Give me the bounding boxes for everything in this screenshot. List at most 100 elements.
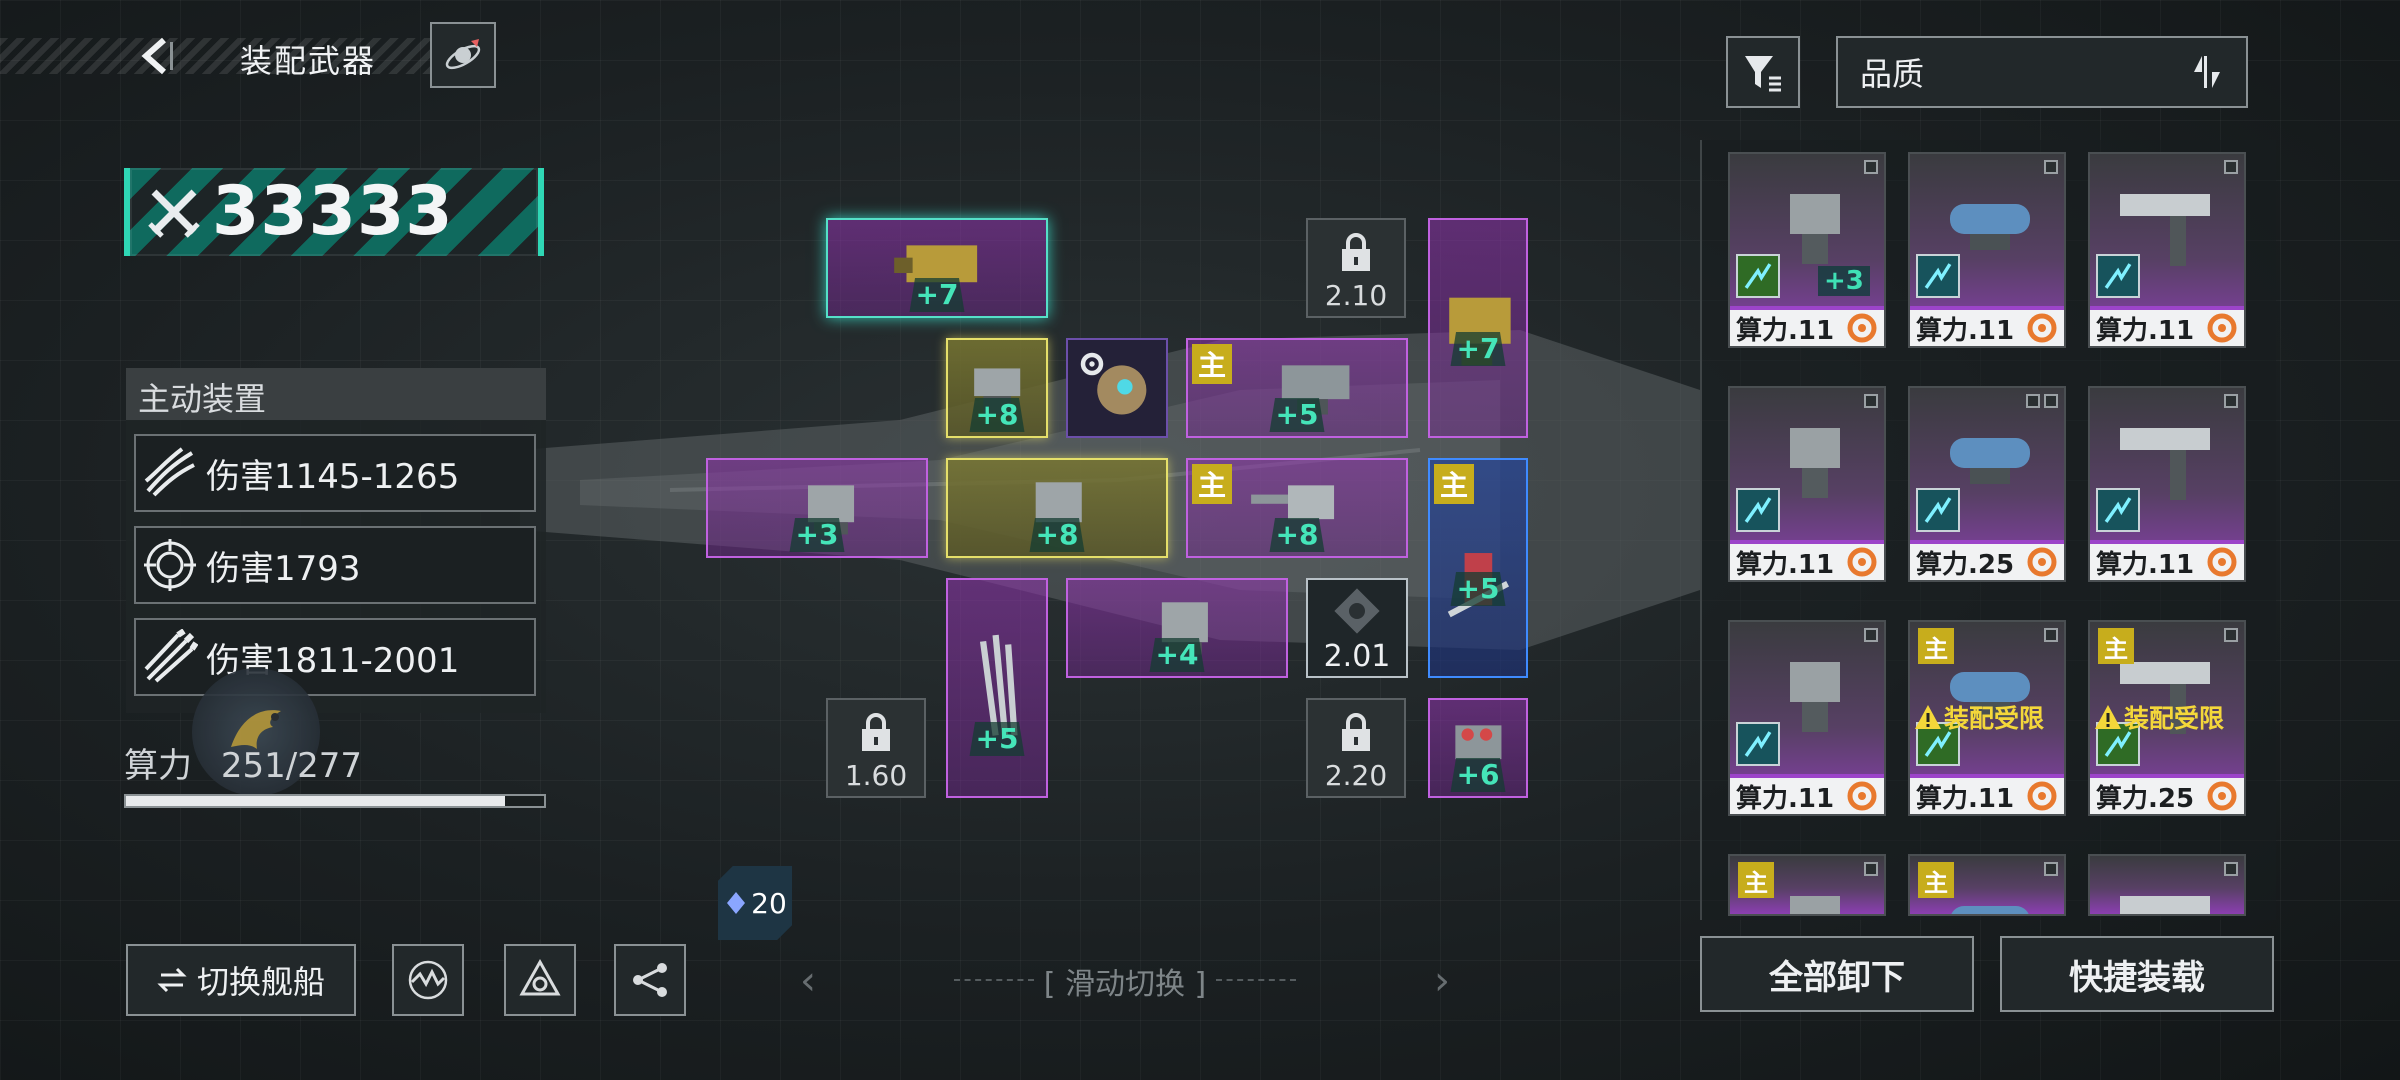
locked-slot-2-value: 1.60 [844,759,908,792]
weapon-slot-e[interactable]: +3 [706,458,928,558]
weapon-slot-j[interactable]: +4 [1066,578,1288,678]
back-arrow-icon [141,37,173,75]
active-device-2[interactable]: 伤害1793 [134,526,536,604]
weapon-slot-i[interactable]: +5 [946,578,1048,798]
inventory-card[interactable]: 算力.11 [2088,386,2246,582]
triangle-mode-button[interactable] [504,944,576,1016]
card-footer: 算力.11 [2090,306,2244,346]
weapon-thumbnail-icon [1790,896,1840,914]
inventory-card[interactable]: 主 [1728,854,1886,916]
triple-claw-icon [144,447,195,497]
weapon-slot-g[interactable]: 主 +8 [1186,458,1408,558]
triple-missile-icon [144,629,198,683]
switch-ship-button[interactable]: 切换舰船 [126,944,356,1016]
share-button[interactable] [614,944,686,1016]
inventory-card[interactable] [2088,854,2246,916]
active-device-3[interactable]: 伤害1811-2001 [134,618,536,696]
select-checkbox[interactable] [2224,394,2238,408]
lock-icon [1342,713,1370,751]
weapon-slot-c[interactable]: 主 +5 [1186,338,1408,438]
quick-equip-button[interactable]: 快捷装载 [2000,936,2274,1012]
swipe-right-arrow-icon[interactable]: › [1433,958,1450,1004]
quick-equip-label: 快捷装载 [2069,957,2205,998]
header: 装配武器 [0,20,520,92]
select-checkbox[interactable] [2224,862,2238,876]
inventory-card[interactable]: 主 [1908,854,2066,916]
locked-slot-2[interactable]: 1.60 [826,698,926,798]
compute-progress-fill [126,796,505,806]
element-type-icon [1736,488,1780,532]
main-tag: 主 [1918,862,1954,898]
core-module-slot[interactable]: 2.01 [1306,578,1408,678]
select-checkbox[interactable] [2224,628,2238,642]
wave-mode-button[interactable] [392,944,464,1016]
weapon-thumbnail-icon [1950,438,2030,484]
main-tag: 主 [1192,344,1232,384]
weapon-slot-f[interactable]: +8 [946,458,1168,558]
select-checkbox[interactable] [1864,628,1878,642]
locked-slot-3[interactable]: 2.20 [1306,698,1406,798]
radar-target-icon [144,539,196,591]
weapon-thumbnail-icon [2120,428,2210,500]
card-compute-cost: 算力.11 [1736,315,1835,346]
weapon-thumbnail-icon [1790,662,1840,732]
weapon-slot-core-drone[interactable] [1066,338,1168,438]
inventory-card[interactable]: 主装配受限算力.25 [2088,620,2246,816]
combat-power-box: 33333 [124,168,544,256]
active-device-1[interactable]: 伤害1145-1265 [134,434,536,512]
switch-ship-label: 切换舰船 [196,963,325,1001]
weapon-slot-i-level: +5 [969,722,1025,756]
element-type-icon [2096,254,2140,298]
select-checkbox[interactable] [2044,628,2058,642]
weapon-slot-a-level: +7 [909,278,965,312]
filter-button[interactable] [1726,36,1800,108]
weapon-slot-d-level: +7 [1450,332,1506,366]
select-checkbox[interactable] [2224,160,2238,174]
locked-slot-3-value: 2.20 [1324,759,1388,792]
inventory-card[interactable]: 算力.25 [1908,386,2066,582]
weapon-slot-h[interactable]: 主 +5 [1428,458,1528,678]
filter-funnel-icon [1745,56,1781,92]
compute-value: 251/277 [220,746,363,786]
weapon-slot-a[interactable]: +7 [826,218,1048,318]
select-checkbox[interactable] [2044,394,2058,408]
select-checkbox[interactable] [1864,862,1878,876]
swap-arrows-icon [157,967,187,993]
card-compute-cost: 算力.11 [1736,549,1835,580]
sort-dropdown[interactable]: 品质 [1836,36,2248,108]
main-tag: 主 [1434,464,1474,504]
weapon-slot-d[interactable]: +7 [1428,218,1528,438]
select-checkbox[interactable] [2044,862,2058,876]
card-footer: 算力.11 [1910,774,2064,814]
weapon-thumbnail-icon [1950,672,2030,718]
inventory-card[interactable]: 算力.11 [1728,620,1886,816]
weapon-slot-b[interactable]: +8 [946,338,1048,438]
inventory-card[interactable]: 主装配受限算力.11 [1908,620,2066,816]
sort-order-icon [2194,56,2220,88]
phoenix-emblem[interactable] [192,668,320,796]
ship-info-button[interactable] [430,22,496,88]
inventory-card[interactable]: 算力.11 [2088,152,2246,348]
unequip-all-button[interactable]: 全部卸下 [1700,936,1974,1012]
weapon-thumbnail-icon [1790,194,1840,264]
gold-rocket-pod-icon [893,244,977,282]
crystal-icon [727,892,746,914]
swipe-left-arrow-icon[interactable]: ‹ [800,958,816,1004]
inventory-card[interactable]: 算力.11 [1728,386,1886,582]
inventory-card[interactable]: 算力.11 [1908,152,2066,348]
select-checkbox[interactable] [2044,160,2058,174]
select-checkbox[interactable] [1864,160,1878,174]
select-checkbox[interactable] [1864,394,1878,408]
back-button[interactable] [128,28,184,84]
gear-icon [1072,344,1112,384]
active-device-1-label: 伤害1145-1265 [206,456,460,497]
main-tag: 主 [1738,862,1774,898]
sphere-drone-icon [1097,364,1147,415]
compute-label: 算力 [124,746,192,786]
select-checkbox-secondary [2026,394,2040,408]
weapon-slot-e-level: +3 [789,518,845,552]
locked-slot-1[interactable]: 2.10 [1306,218,1406,318]
weapon-slot-k[interactable]: +6 [1428,698,1528,798]
lock-icon [1342,233,1370,271]
